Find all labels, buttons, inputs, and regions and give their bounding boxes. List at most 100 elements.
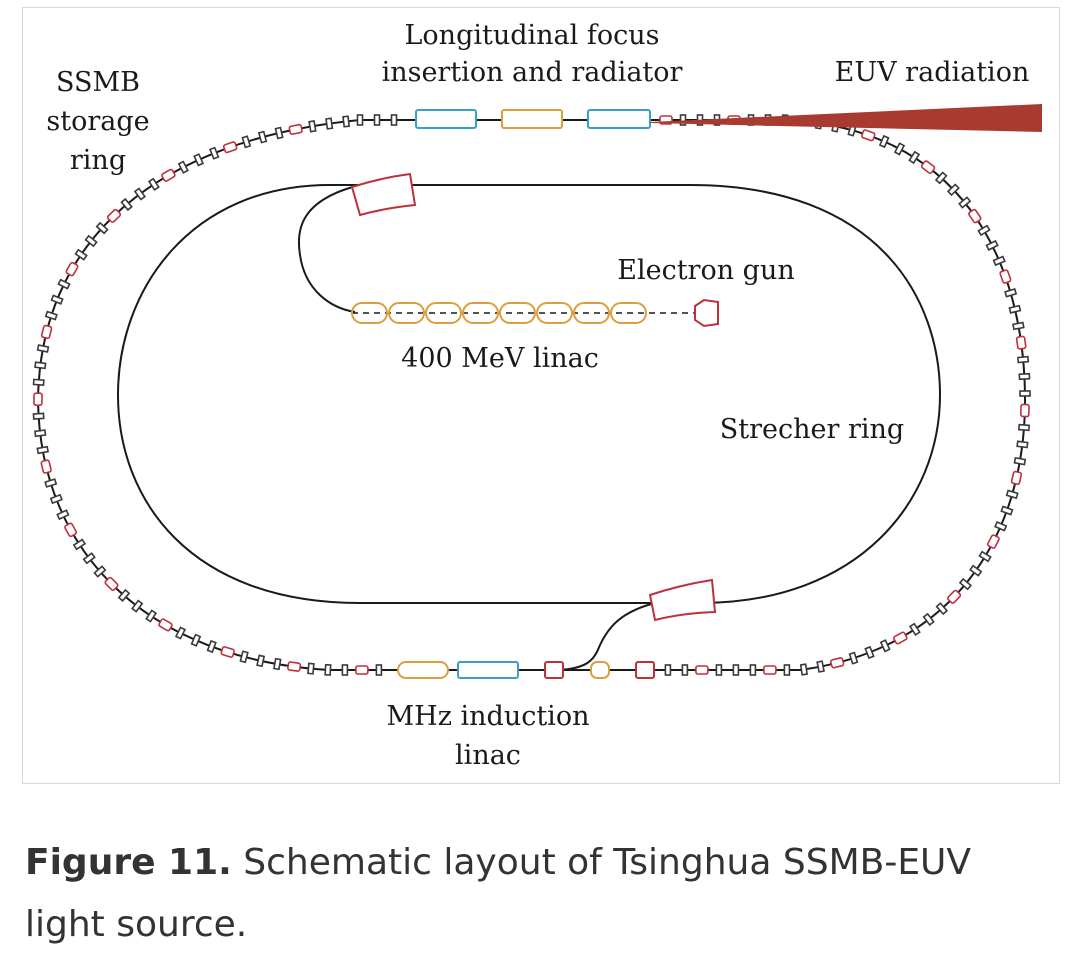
quadrupole-magnet-icon	[749, 664, 757, 676]
orange-induction-cell	[397, 661, 449, 679]
quadrupole-magnet-icon	[239, 650, 249, 664]
cyan-insertion-element	[415, 109, 477, 129]
dipole-magnet-icon	[158, 618, 173, 632]
quadrupole-magnet-icon	[969, 564, 983, 577]
dipole-magnet-icon	[220, 646, 235, 658]
quadrupole-magnet-icon	[848, 651, 859, 665]
quadrupole-magnet-icon	[193, 153, 204, 167]
strecher-ring-label: Strecher ring	[720, 414, 904, 445]
quadrupole-magnet-icon	[117, 588, 131, 602]
euv-radiation-label: EUV radiation	[835, 57, 1030, 88]
extraction-transfer-line	[559, 602, 656, 671]
quadrupole-magnet-icon	[93, 565, 107, 578]
quadrupole-magnet-icon	[664, 664, 672, 676]
quadrupole-magnet-icon	[177, 160, 189, 174]
quadrupole-magnet-icon	[1019, 390, 1031, 397]
dipole-magnet-icon	[288, 123, 303, 135]
quadrupole-magnet-icon	[324, 663, 332, 676]
linac-400-label: 400 MeV linac	[401, 343, 599, 374]
dipole-magnet-icon	[893, 631, 908, 645]
stretcher-dipole-top	[350, 172, 417, 217]
quadrupole-magnet-icon	[1012, 321, 1025, 331]
quadrupole-magnet-icon	[958, 196, 972, 209]
quadrupole-magnet-icon	[95, 221, 109, 235]
quadrupole-magnet-icon	[256, 654, 266, 668]
storage-ring-label-1: SSMB	[56, 67, 140, 98]
quadrupole-magnet-icon	[34, 429, 47, 438]
dipole-magnet-icon	[947, 589, 962, 604]
ring-magnet-lattice	[32, 114, 1031, 676]
quadrupole-magnet-icon	[1017, 355, 1030, 364]
quadrupole-magnet-icon	[147, 177, 160, 191]
electron-gun-label: Electron gun	[617, 255, 795, 286]
dipole-magnet-icon	[64, 522, 78, 538]
quadrupole-magnet-icon	[783, 664, 791, 676]
quadrupole-magnet-icon	[32, 412, 45, 420]
quadrupole-magnet-icon	[307, 662, 315, 675]
quadrupole-magnet-icon	[958, 577, 972, 591]
dipole-magnet-icon	[40, 459, 52, 474]
dipole-magnet-icon	[830, 657, 845, 669]
stretcher-dipole-bottom	[648, 578, 717, 622]
quadrupole-magnet-icon	[864, 645, 875, 660]
linac-cavity-icon	[388, 302, 425, 324]
dipole-magnet-icon	[355, 665, 369, 675]
quadrupole-magnet-icon	[56, 509, 70, 521]
orange-modulator-element	[501, 109, 563, 129]
quadrupole-magnet-icon	[133, 187, 147, 201]
figure-caption: Figure 11. Schematic layout of Tsinghua …	[25, 832, 1055, 956]
quadrupole-magnet-icon	[44, 478, 58, 488]
quadrupole-magnet-icon	[994, 520, 1008, 532]
quadrupole-magnet-icon	[32, 378, 45, 386]
dipole-magnet-icon	[222, 141, 238, 154]
quadrupole-magnet-icon	[1013, 456, 1027, 466]
top-label-line-1: Longitudinal focus	[405, 20, 660, 51]
induction-linac-label-2: linac	[455, 740, 521, 771]
quadrupole-magnet-icon	[679, 114, 687, 126]
dipole-magnet-icon	[104, 576, 119, 591]
quadrupole-magnet-icon	[1016, 440, 1029, 449]
quadrupole-magnet-icon	[342, 115, 351, 128]
quadrupole-magnet-icon	[131, 599, 144, 613]
quadrupole-magnet-icon	[893, 142, 906, 156]
linac-400mev	[351, 302, 647, 324]
storage-ring-path	[36, 119, 1027, 671]
quadrupole-magnet-icon	[1000, 505, 1014, 516]
caption-figure-number: Figure 11.	[25, 842, 232, 883]
stretcher-ring-path	[116, 184, 942, 604]
dipole-magnet-icon	[999, 269, 1012, 284]
quadrupole-magnet-icon	[879, 639, 891, 653]
cyan-induction-element	[457, 661, 519, 679]
quadrupole-magnet-icon	[978, 550, 992, 563]
quadrupole-magnet-icon	[241, 135, 252, 149]
quadrupole-magnet-icon	[206, 639, 217, 654]
quadrupole-magnet-icon	[681, 664, 689, 676]
quadrupole-magnet-icon	[257, 130, 268, 144]
storage-ring-label-3: ring	[70, 145, 126, 176]
quadrupole-magnet-icon	[57, 278, 71, 290]
linac-cavity-icon	[425, 302, 462, 324]
quadrupole-magnet-icon	[34, 361, 47, 370]
bottom-dipole-small	[544, 661, 564, 679]
quadrupole-magnet-icon	[120, 197, 133, 212]
quadrupole-magnet-icon	[273, 657, 282, 671]
quadrupole-magnet-icon	[908, 150, 921, 165]
quadrupole-magnet-icon	[190, 633, 202, 647]
quadrupole-magnet-icon	[715, 664, 723, 676]
dipole-magnet-icon	[106, 208, 122, 223]
dipole-magnet-icon	[763, 665, 777, 675]
dipole-magnet-icon	[920, 160, 936, 174]
quadrupole-magnet-icon	[36, 344, 50, 353]
linac-cavity-icon	[499, 302, 536, 324]
quadrupole-magnet-icon	[985, 239, 999, 251]
quadrupole-magnet-icon	[74, 248, 88, 261]
quadrupole-magnet-icon	[50, 294, 64, 305]
dipole-magnet-icon	[40, 324, 53, 340]
schematic-diagram: Longitudinal focus insertion and radiato…	[32, 20, 1042, 771]
dipole-magnet-icon	[986, 534, 1000, 549]
quadrupole-magnet-icon	[935, 602, 949, 616]
top-label-line-2: insertion and radiator	[382, 57, 683, 88]
cyan-radiator-element	[587, 109, 651, 129]
quadrupole-magnet-icon	[44, 310, 58, 321]
quadrupole-magnet-icon	[878, 134, 890, 149]
